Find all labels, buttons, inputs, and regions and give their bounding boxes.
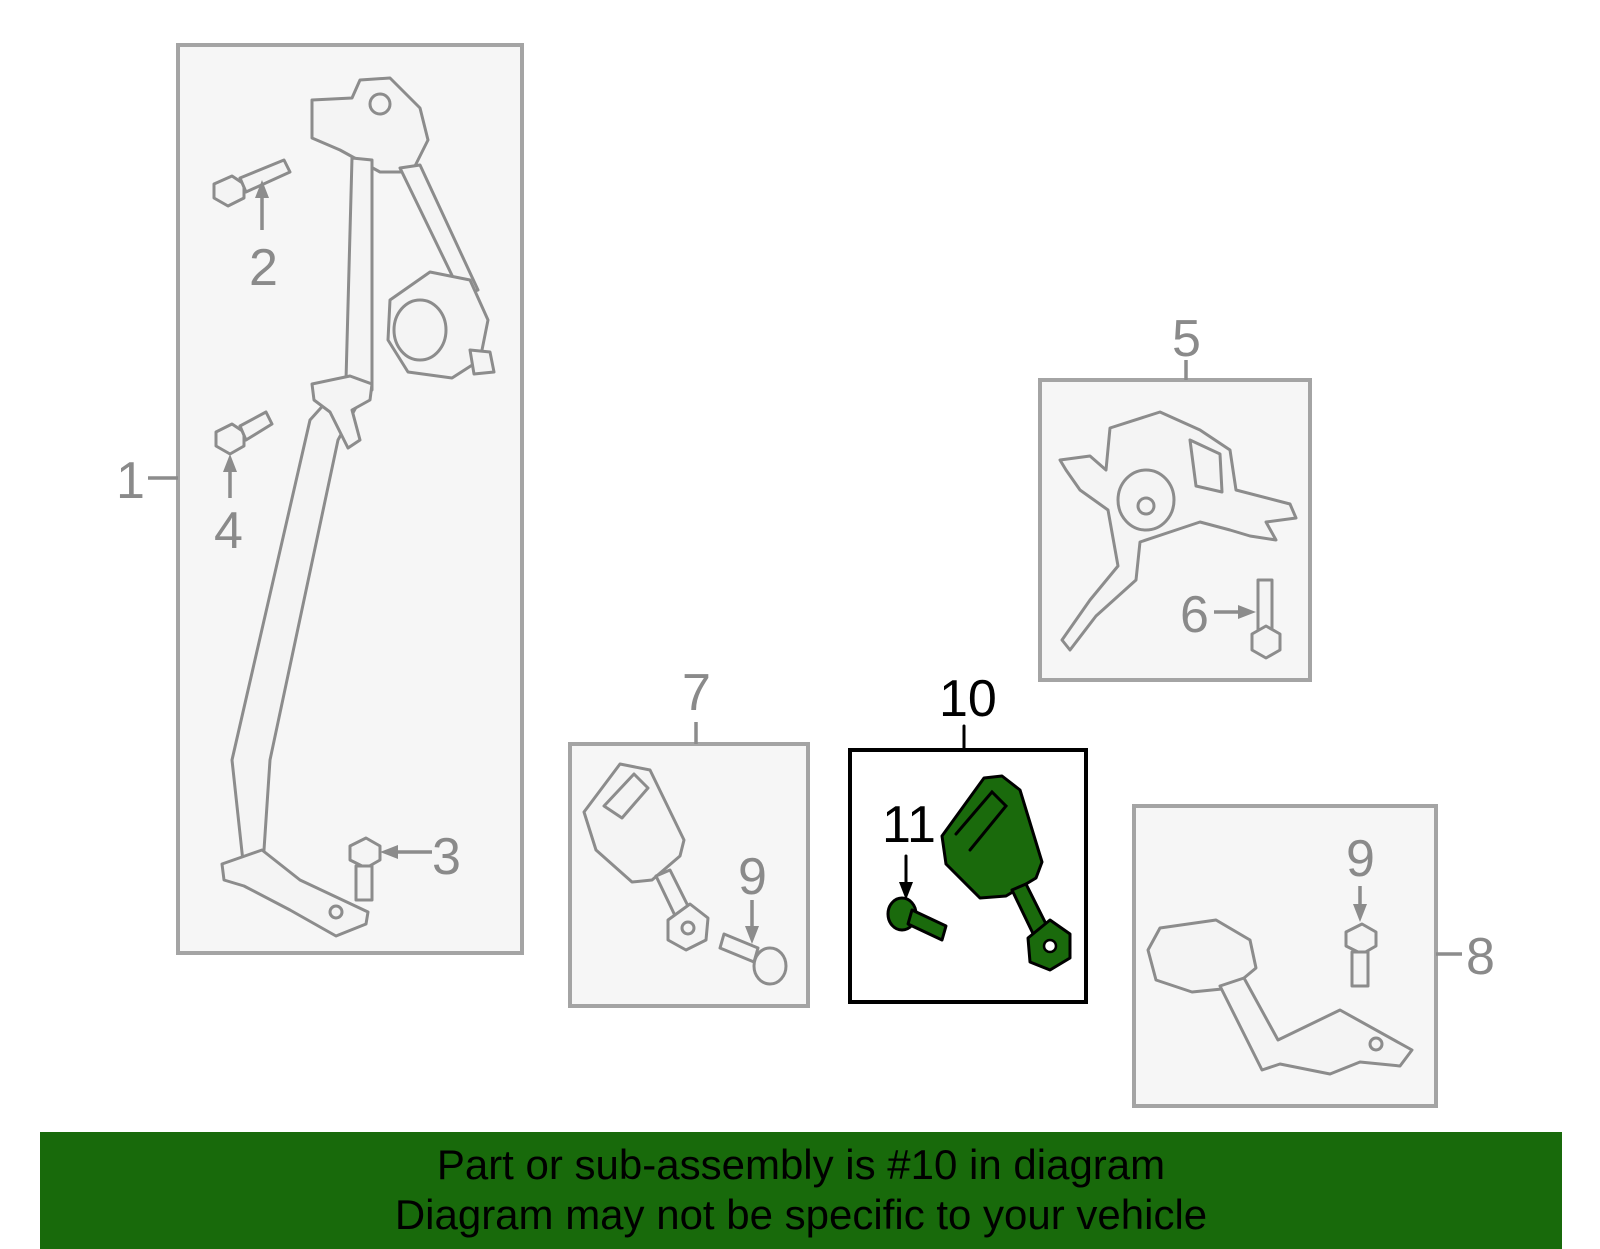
callout-3[interactable]: 3 [432,828,461,886]
bolt-4-shank [238,410,274,442]
retractor-5-hub [1136,496,1156,516]
bracket-rib [1188,438,1224,494]
arrow-11 [899,882,913,900]
callout-11[interactable]: 11 [882,796,936,854]
anchor-bolt-hole [368,92,392,116]
bolt-11-shank [906,908,948,942]
bolt-3-head [348,836,382,870]
belt-webbing [230,156,374,882]
arrow-3 [380,845,398,859]
anchor-8-plate [1218,976,1414,1076]
buckle-10-housing [940,774,1044,900]
buckle-7-slot [602,772,650,820]
bolt-3-shank [354,864,374,902]
anchor-8-hole [1368,1036,1384,1052]
callout-1[interactable]: 1 [116,452,145,510]
belt-guide-loop [310,374,374,450]
bolt-2-shank [238,158,292,194]
part-8-box-group[interactable]: 8 9 [1132,804,1495,1108]
callout-6[interactable]: 6 [1180,586,1209,644]
callout-7[interactable]: 7 [682,664,711,722]
banner-line-2: Diagram may not be specific to your vehi… [394,1191,1208,1238]
bolt-4-head [214,422,246,456]
notice-banner: Part or sub-assembly is #10 in diagram D… [40,1132,1562,1249]
part-4-bolt-group[interactable]: 4 [214,410,274,560]
banner-line-1: Part or sub-assembly is #10 in diagram [436,1141,1166,1188]
arrow-9b [1353,904,1367,922]
arrow-6 [1238,605,1256,619]
bolt-2-head [212,174,246,208]
retractor-bracket [1058,410,1298,652]
retractor-cap [468,348,496,376]
arrow-4 [223,454,237,472]
buckle-7-hole [680,920,696,936]
retractor-spool [392,298,448,362]
bolt-9b-head [1344,922,1378,956]
buckle-10-slot [954,789,1009,852]
callout-9b[interactable]: 9 [1346,830,1375,888]
part-10-box-group[interactable]: 10 11 [848,670,1088,1004]
anchor-8-buckle [1146,918,1258,994]
part-6-bolt-group[interactable]: 6 [1180,578,1282,660]
lower-anchor-hole [328,904,344,920]
belt-upper-anchor [310,76,430,174]
callout-4[interactable]: 4 [214,502,243,560]
part-3-bolt-group[interactable]: 3 [348,828,461,902]
part-2-bolt-group[interactable]: 2 [212,158,292,297]
belt-upper-strap [398,163,480,298]
callout-2[interactable]: 2 [249,239,278,297]
arrow-9a [745,926,759,944]
callout-9a[interactable]: 9 [738,848,767,906]
buckle-7-housing [582,762,686,884]
bolt-6-head [1250,624,1282,660]
part-1-box-group[interactable]: 1 [116,43,524,955]
callout-10[interactable]: 10 [939,670,997,728]
buckle-10-hole [1042,938,1058,954]
part-7-box-group[interactable]: 7 9 [568,664,810,1008]
bolt-9a-head [752,946,788,986]
arrow-2 [255,180,269,198]
callout-5[interactable]: 5 [1172,310,1201,368]
callout-8[interactable]: 8 [1466,928,1495,986]
bolt-9b-shank [1350,950,1370,988]
